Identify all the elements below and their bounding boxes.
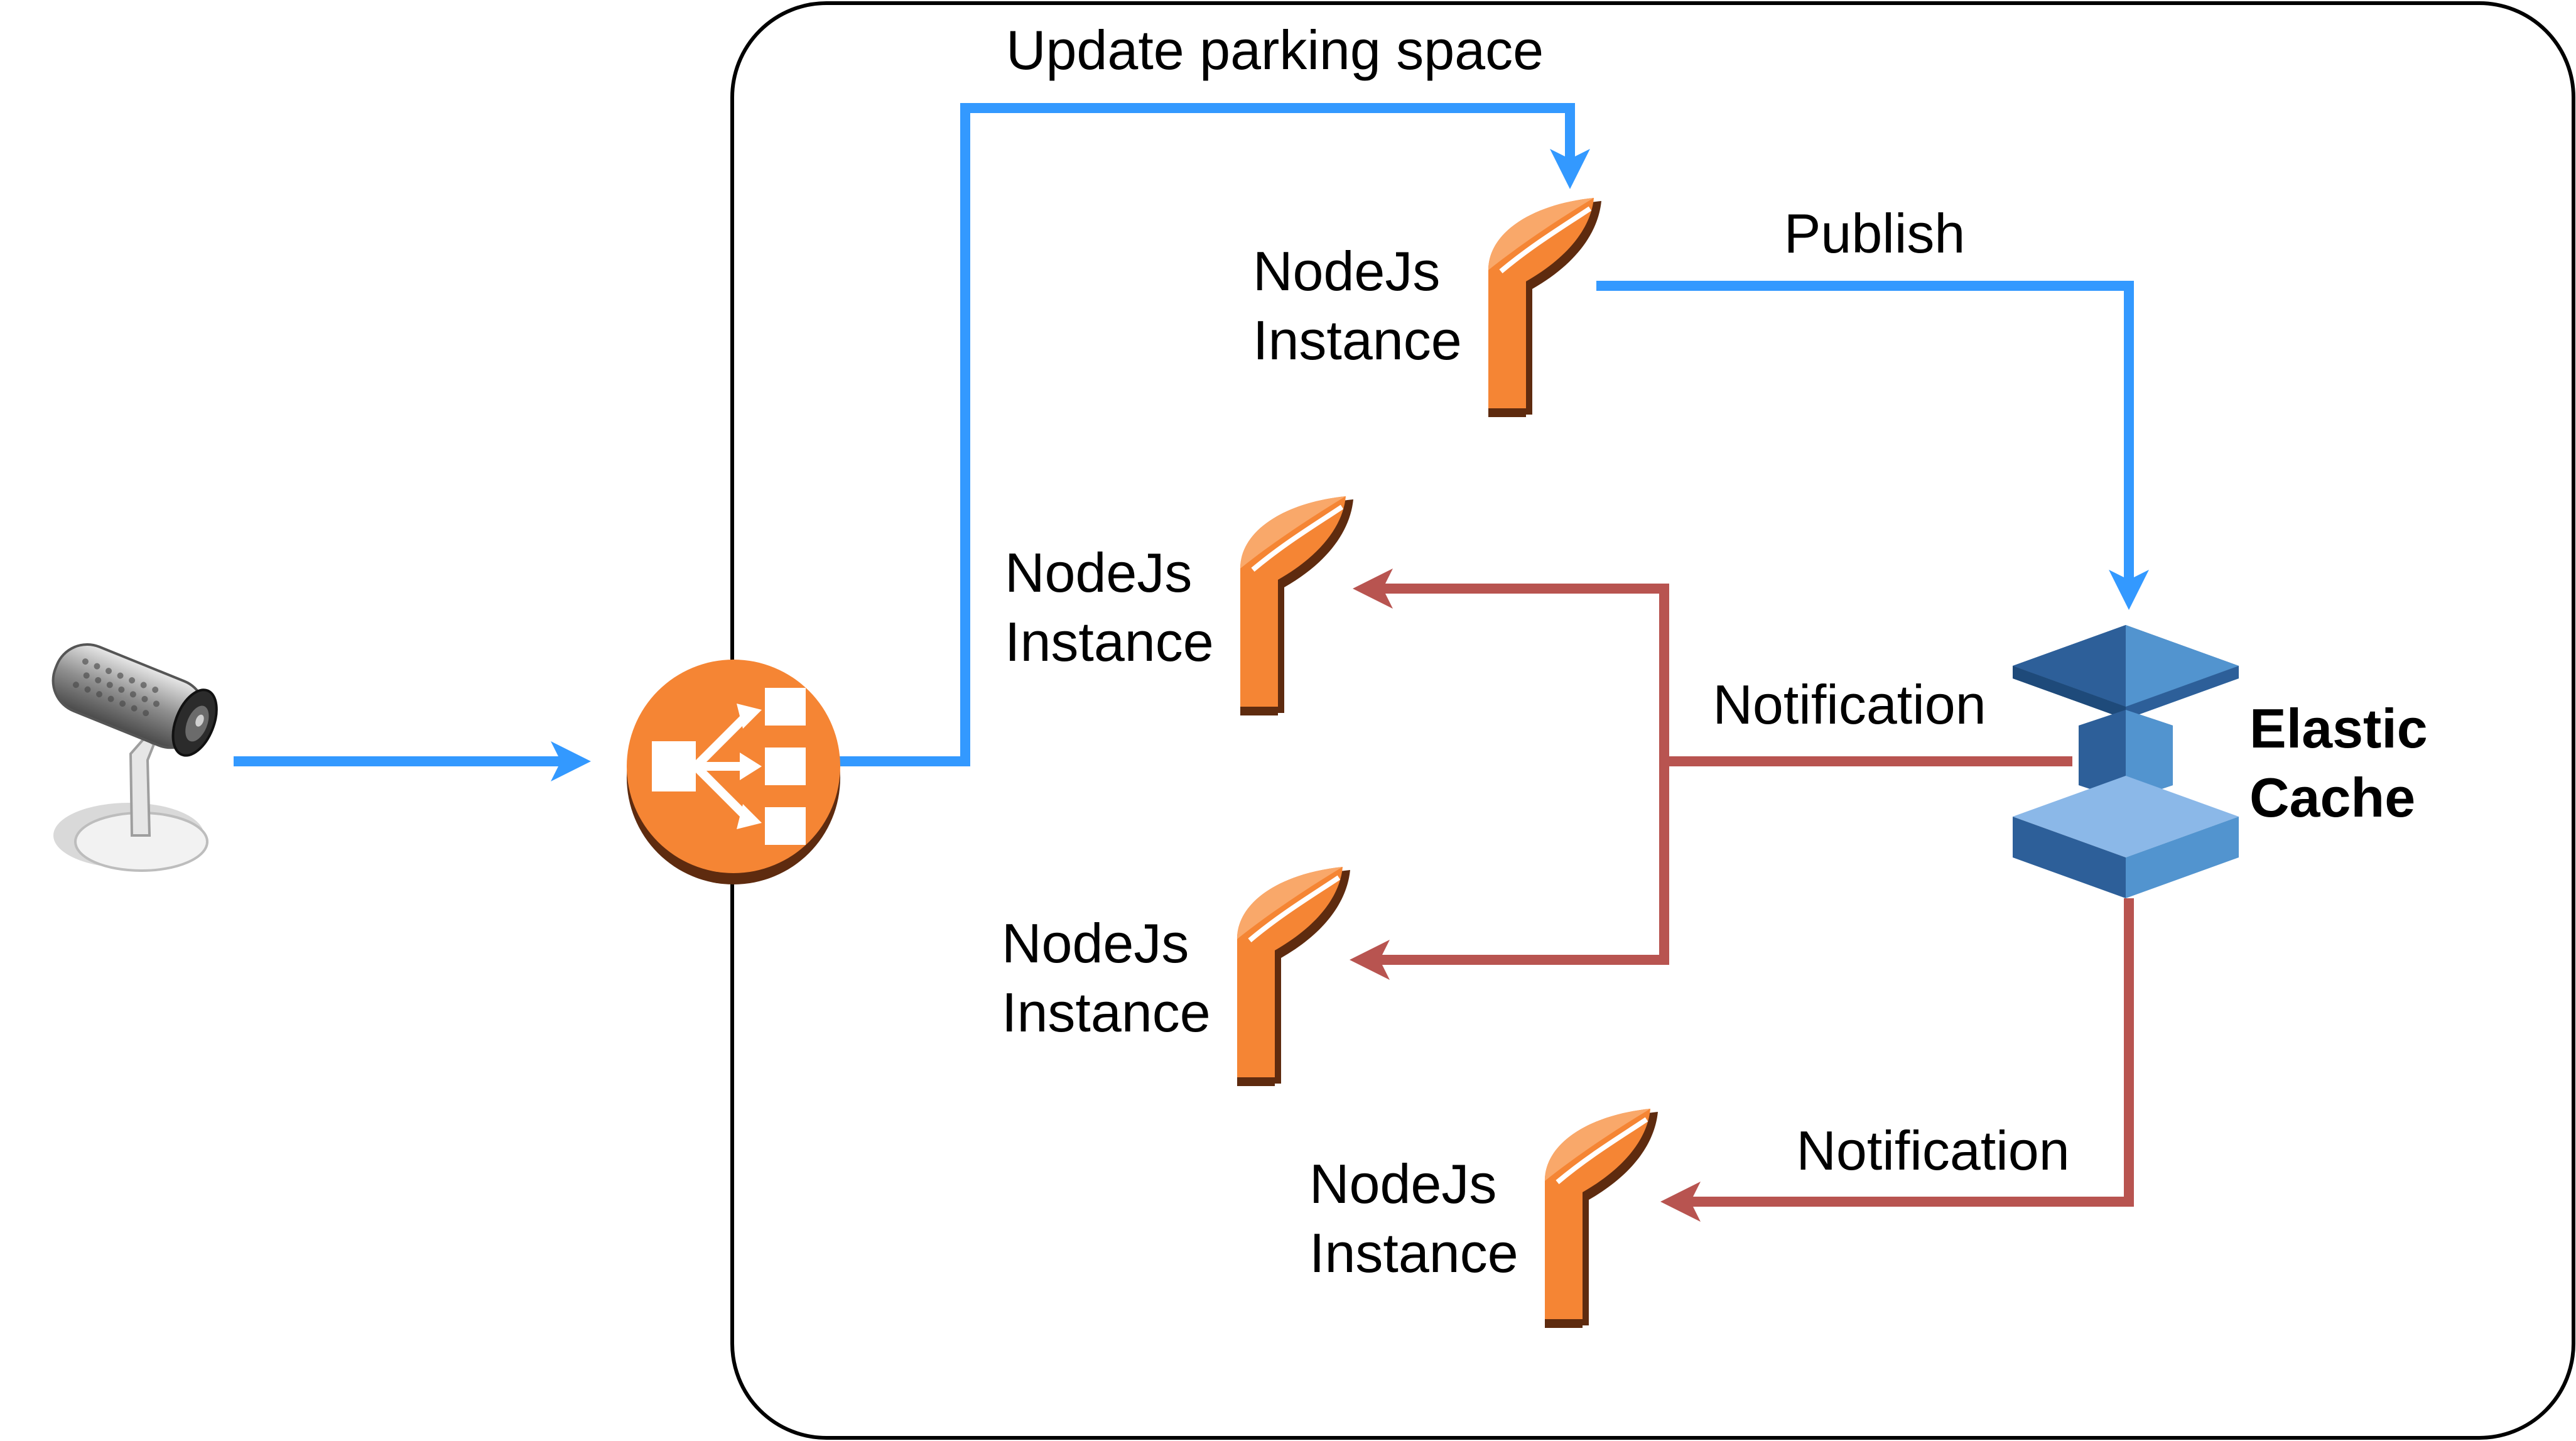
edge-label-notification: Notification bbox=[1713, 673, 1986, 736]
cache-label-line1: Elastic bbox=[2249, 697, 2428, 759]
nodejs-instance-bottom: NodeJs Instance bbox=[1309, 1109, 1658, 1328]
edge-lb-to-instance bbox=[838, 103, 1590, 766]
nodejs-instance-middle: NodeJs Instance bbox=[1005, 496, 1353, 715]
edge-cache-to-lower-instance bbox=[1350, 761, 1669, 980]
edge-instance-to-cache bbox=[1596, 281, 2149, 610]
instance-label-line1: NodeJs bbox=[1253, 240, 1440, 302]
edge-cache-to-middle-instance bbox=[1353, 568, 2072, 766]
security-camera-icon bbox=[51, 643, 218, 872]
edge-label-update-parking-space: Update parking space bbox=[1006, 19, 1544, 81]
instance-label-line1: NodeJs bbox=[1005, 541, 1192, 604]
edge-cache-to-bottom-instance bbox=[1660, 898, 2134, 1222]
instance-label-line2: Instance bbox=[1002, 981, 1211, 1043]
edge-label-publish: Publish bbox=[1784, 202, 1966, 264]
instance-label-line2: Instance bbox=[1005, 611, 1214, 673]
cache-label-line2: Cache bbox=[2249, 766, 2415, 829]
nodejs-instance-top: NodeJs Instance bbox=[1253, 198, 1601, 417]
instance-label-line2: Instance bbox=[1309, 1222, 1518, 1284]
instance-label-line1: NodeJs bbox=[1002, 912, 1189, 974]
aws-elastic-load-balancer-icon bbox=[627, 660, 840, 884]
nodejs-instance-lower: NodeJs Instance bbox=[1002, 867, 1350, 1086]
aws-elasticache-icon bbox=[2013, 625, 2239, 898]
edge-label-notification-bottom: Notification bbox=[1796, 1119, 2069, 1182]
instance-label-line1: NodeJs bbox=[1309, 1153, 1496, 1215]
instance-label-line2: Instance bbox=[1253, 309, 1462, 371]
